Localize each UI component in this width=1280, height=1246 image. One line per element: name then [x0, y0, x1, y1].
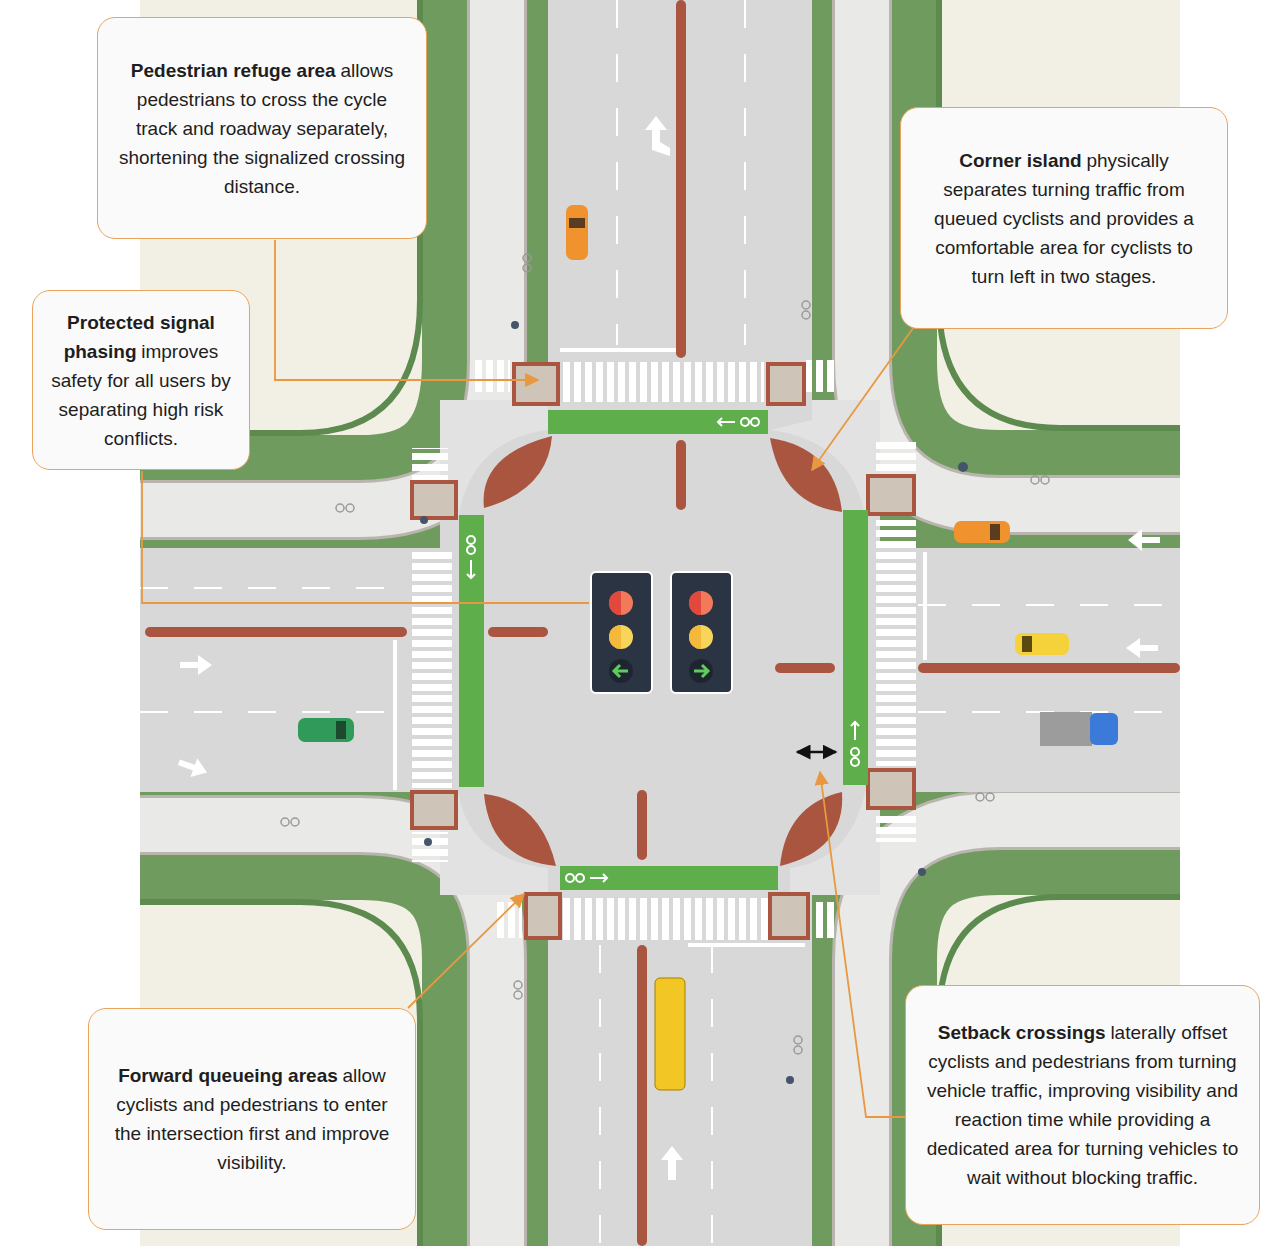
callout-text: Corner islandphysically separates turnin… — [919, 146, 1209, 291]
callout-heading: Pedestrian refuge area — [131, 60, 336, 81]
callout-box: Pedestrian refuge areaallows pedestrians… — [97, 17, 427, 239]
callout-heading: Setback crossings — [938, 1022, 1106, 1043]
callout-box: Forward queueing areasallow cyclists and… — [88, 1008, 416, 1230]
callout-box: Setback crossingslaterally offset cyclis… — [905, 985, 1260, 1225]
callout-text: Pedestrian refuge areaallows pedestrians… — [116, 56, 408, 201]
callout-text: Protected signal phasingimproves safety … — [51, 308, 231, 453]
callout-body: laterally offset cyclists and pedestrian… — [927, 1022, 1239, 1188]
callout-box: Protected signal phasingimproves safety … — [32, 290, 250, 470]
callout-text: Forward queueing areasallow cyclists and… — [107, 1061, 397, 1177]
callout-heading: Corner island — [959, 150, 1081, 171]
callout-heading: Forward queueing areas — [118, 1065, 338, 1086]
callout-text: Setback crossingslaterally offset cyclis… — [924, 1018, 1241, 1192]
callout-box: Corner islandphysically separates turnin… — [900, 107, 1228, 329]
